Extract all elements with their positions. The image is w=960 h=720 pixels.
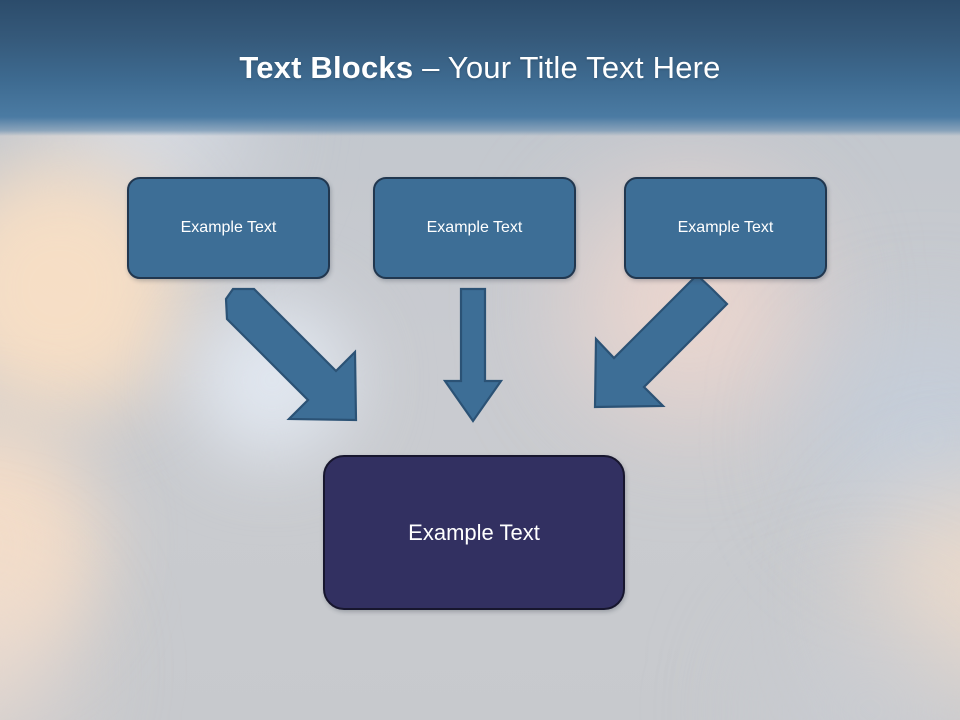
text-block-1-label: Example Text xyxy=(180,219,277,236)
page-title: Text Blocks – Your Title Text Here xyxy=(0,50,960,86)
page-title-separator: – xyxy=(413,50,448,85)
text-block-2-label: Example Text xyxy=(426,219,523,236)
page-title-bold: Text Blocks xyxy=(239,50,414,85)
text-block-2[interactable]: Example Text xyxy=(373,177,576,279)
text-block-3[interactable]: Example Text xyxy=(624,177,827,279)
title-banner: Text Blocks – Your Title Text Here xyxy=(0,0,960,136)
page-title-light: Your Title Text Here xyxy=(447,50,721,85)
blob-white-center xyxy=(192,300,352,460)
text-block-3-label: Example Text xyxy=(677,219,774,236)
text-block-1[interactable]: Example Text xyxy=(127,177,330,279)
result-block-label: Example Text xyxy=(408,519,540,545)
result-block[interactable]: Example Text xyxy=(323,455,625,610)
